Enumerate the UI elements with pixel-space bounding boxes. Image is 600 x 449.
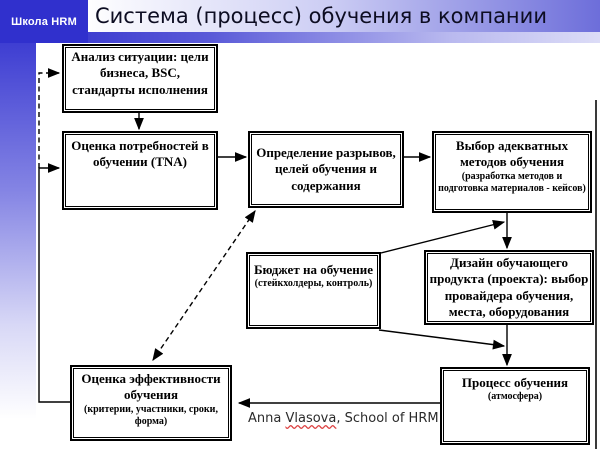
arrow-budget-to-upper-junction <box>380 219 506 254</box>
box-product-design-title: Дизайн обучающего продукта (проекта): вы… <box>429 255 589 319</box>
dashed-gaps-evaluation-link <box>152 209 256 362</box>
box-methods-selection: Выбор адекватных методов обучения (разра… <box>432 131 592 213</box>
footer-author-first: Anna <box>248 411 286 426</box>
logo-box: Школа HRM <box>0 0 88 43</box>
right-edge-line <box>595 100 597 449</box>
box-training-process-title: Процесс обучения <box>461 375 569 390</box>
footer-credit: Anna Vlasova, School of HRM <box>248 411 439 426</box>
box-effectiveness-evaluation: Оценка эффективности обучения (критерии,… <box>70 365 232 441</box>
box-training-needs-assessment: Оценка потребностей в обучении (TNA) <box>62 131 218 210</box>
box-effectiveness-evaluation-title: Оценка эффективности обучения <box>81 371 221 403</box>
header-band <box>0 0 600 32</box>
footer-author-surname: Vlasova <box>285 411 337 426</box>
footer-affiliation: , School of HRM <box>336 411 439 426</box>
box-training-budget-title: Бюджет на обучение <box>253 262 374 277</box>
box-training-process-subtitle: (атмосфера) <box>487 391 543 403</box>
box-gaps-goals-content-title: Определение разрывов, целей обучения и с… <box>256 145 396 193</box>
feedback-dashed-to-analysis <box>38 68 61 168</box>
box-methods-selection-title: Выбор адекватных методов обучения <box>455 138 569 170</box>
arrow-budget-to-lower-junction <box>378 329 506 350</box>
header-stripe <box>0 32 600 43</box>
box-training-budget-subtitle: (стейкхолдеры, контроль) <box>254 278 373 290</box>
box-product-design: Дизайн обучающего продукта (проекта): вы… <box>424 250 594 325</box>
box-training-budget: Бюджет на обучение (стейкхолдеры, контро… <box>246 252 381 329</box>
box-training-process: Процесс обучения (атмосфера) <box>440 367 590 445</box>
left-accent-bar <box>0 43 36 435</box>
box-training-needs-assessment-title: Оценка потребностей в обучении (TNA) <box>71 138 209 170</box>
box-situation-analysis: Анализ ситуации: цели бизнеса, BSC, стан… <box>62 44 218 113</box>
slide-title: Система (процесс) обучения в компании <box>95 4 547 28</box>
box-gaps-goals-content: Определение разрывов, целей обучения и с… <box>248 131 404 208</box>
logo-text: Школа HRM <box>11 15 77 28</box>
box-effectiveness-evaluation-subtitle: (критерии, участники, сроки, форма) <box>84 403 218 428</box>
box-situation-analysis-title: Анализ ситуации: цели бизнеса, BSC, стан… <box>71 49 209 97</box>
box-methods-selection-subtitle: (разработка методов и подготовка материа… <box>438 170 586 195</box>
